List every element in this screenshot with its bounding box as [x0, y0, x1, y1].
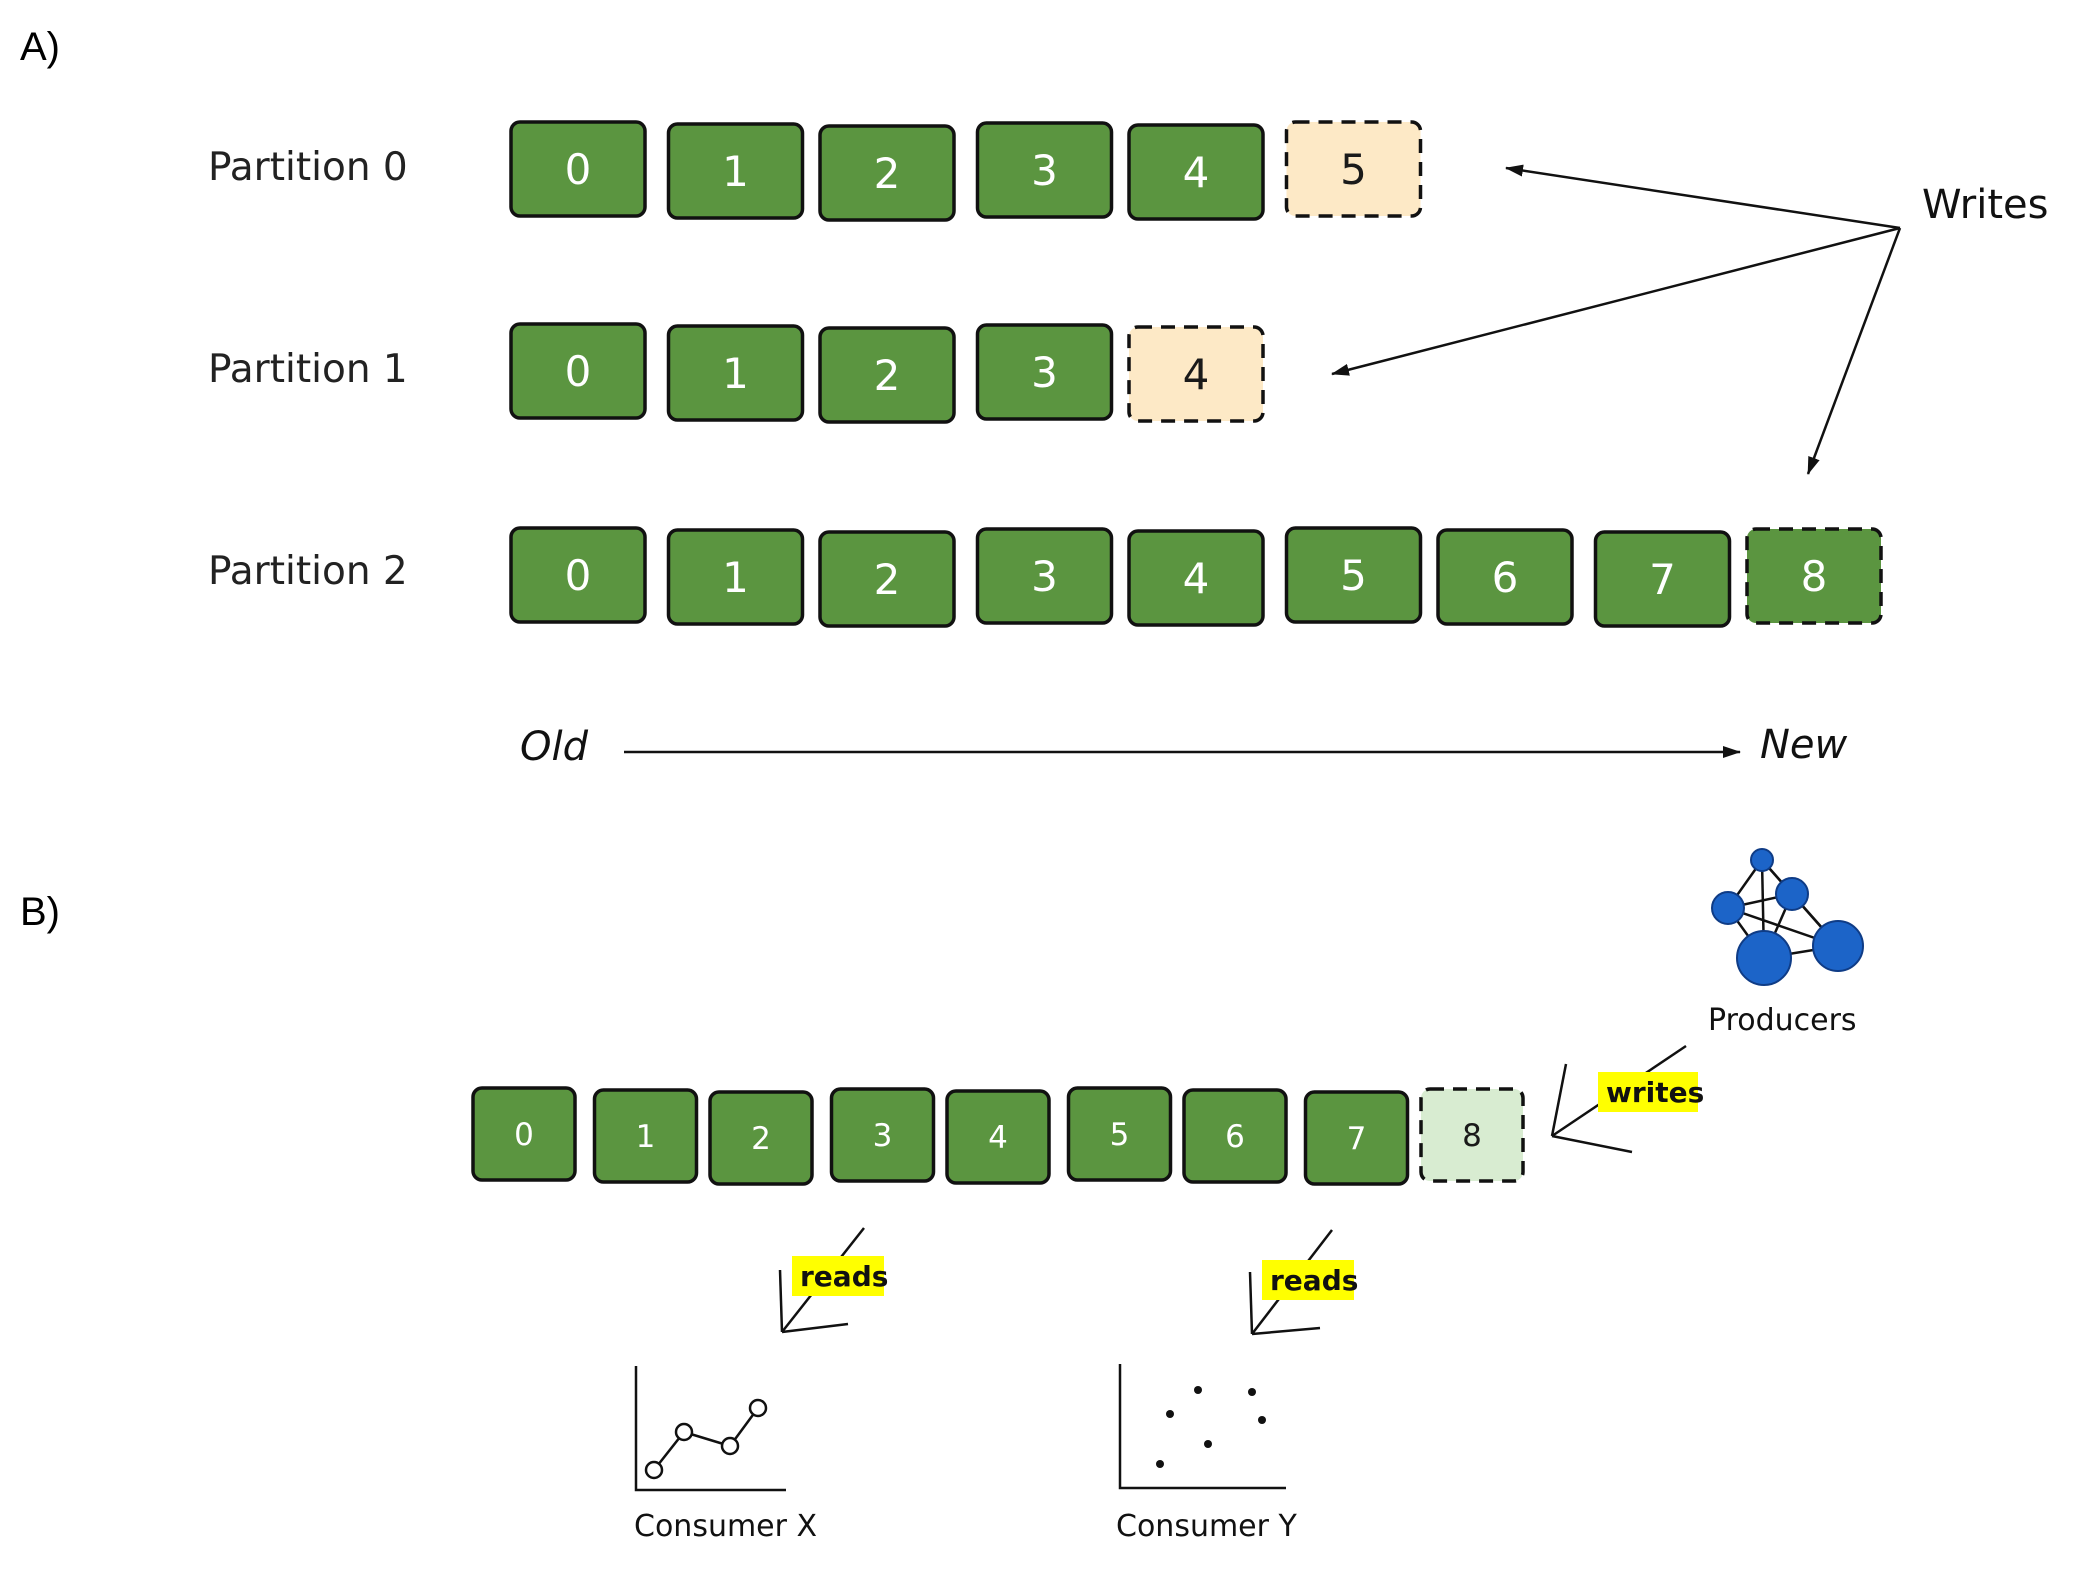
partition-1-offset-1-box: 1 [666, 324, 805, 422]
partition-1-offset-1-number: 1 [722, 349, 749, 398]
partition-0-offset-2-number: 2 [874, 149, 901, 198]
partition-0-offset-4-number: 4 [1183, 148, 1210, 197]
partition-1-offset-4-box: 4 [1127, 325, 1265, 423]
writes-arrow-partition-0 [1505, 164, 1901, 230]
consumer-y-scatter-chart-icon [1118, 1364, 1286, 1490]
producers-label: Producers [1708, 1003, 1857, 1038]
partition-2-offset-7-box: 7 [1593, 530, 1732, 628]
writes-arrows [1331, 164, 1902, 475]
partition-2-offset-1-number: 1 [722, 553, 749, 602]
partition-2-offset-6-number: 6 [1492, 553, 1519, 602]
writes-tag-highlight [1598, 1072, 1698, 1112]
partition-0-offset-5-number: 5 [1340, 145, 1367, 194]
partition-rows: 0 1 2 3 4 5 0 1 2 3 4 0 1 2 3 4 5 6 7 8 [509, 120, 1883, 628]
partition-0-offset-3-number: 3 [1031, 146, 1058, 195]
partition-2-offset-3-number: 3 [1031, 552, 1058, 601]
partition-1-offset-3-box: 3 [975, 323, 1114, 421]
reads-tag-x: reads [800, 1260, 888, 1293]
partition-1-offset-0-box: 0 [509, 322, 647, 420]
log-b-row: 0 1 2 3 4 5 6 7 8 [471, 1086, 1525, 1186]
consumer-x-line-chart-icon [634, 1366, 786, 1492]
log-b-offset-3-number: 3 [873, 1118, 893, 1154]
partition-0-offset-1-number: 1 [722, 147, 749, 196]
log-b-offset-5-box: 5 [1066, 1086, 1173, 1182]
log-b-offset-8-number: 8 [1462, 1118, 1482, 1154]
partition-1-offset-2-box: 2 [818, 326, 956, 424]
partition-2-row: 0 1 2 3 4 5 6 7 8 [509, 526, 1883, 628]
partition-0-offset-1-box: 1 [666, 122, 805, 220]
partition-2-offset-8-number: 8 [1801, 552, 1828, 601]
reads-tag-x-highlight [792, 1256, 884, 1296]
partition-0-offset-3-box: 3 [975, 121, 1114, 219]
partition-1-offset-3-number: 3 [1031, 348, 1058, 397]
log-b-offset-3-box: 3 [829, 1087, 936, 1183]
partition-1-offset-0-number: 0 [565, 347, 592, 396]
partition-2-offset-4-box: 4 [1127, 529, 1265, 627]
consumer-y-label: Consumer Y [1116, 1509, 1298, 1544]
partition-1-offset-4-number: 4 [1183, 350, 1210, 399]
writes-tag: writes [1606, 1076, 1704, 1109]
log-b-offset-8-box: 8 [1419, 1087, 1525, 1183]
log-b-offset-6-number: 6 [1225, 1119, 1245, 1155]
section-a-label: A) [20, 25, 60, 69]
producers-network-icon [1711, 848, 1864, 986]
partition-0-offset-5-box: 5 [1284, 120, 1423, 218]
log-b-offset-0-number: 0 [514, 1117, 534, 1153]
partition-1-row: 0 1 2 3 4 [509, 322, 1265, 424]
partition-2-offset-6-box: 6 [1436, 528, 1574, 626]
log-b-offset-4-box: 4 [945, 1089, 1051, 1185]
partition-2-offset-2-number: 2 [874, 555, 901, 604]
log-b-offset-7-number: 7 [1347, 1121, 1367, 1157]
partition-0-offset-0-box: 0 [509, 120, 647, 218]
partition-0-offset-0-number: 0 [565, 145, 592, 194]
log-b-offset-1-box: 1 [592, 1088, 699, 1184]
partition-2-offset-0-number: 0 [565, 551, 592, 600]
partition-2-offset-0-box: 0 [509, 526, 647, 624]
partition-0-offset-4-box: 4 [1127, 123, 1265, 221]
partition-2-offset-5-box: 5 [1284, 526, 1423, 624]
partition-2-offset-1-box: 1 [666, 528, 805, 626]
partition-2-offset-8-box: 8 [1745, 527, 1883, 625]
log-b-offset-6-box: 6 [1182, 1088, 1288, 1184]
log-b-offset-1-number: 1 [636, 1119, 656, 1155]
partition-2-offset-7-number: 7 [1649, 555, 1676, 604]
partition-1-label: Partition 1 [208, 347, 408, 392]
partition-1-offset-2-number: 2 [874, 351, 901, 400]
log-b-offset-0-box: 0 [471, 1086, 577, 1182]
writes-label: Writes [1922, 182, 2048, 228]
log-b-offset-2-number: 2 [751, 1121, 771, 1157]
log-b-offset-5-number: 5 [1110, 1117, 1130, 1153]
partition-0-offset-2-box: 2 [818, 124, 956, 222]
log-b-offset-7-box: 7 [1303, 1090, 1410, 1186]
partition-2-offset-3-box: 3 [975, 527, 1114, 625]
partition-0-row: 0 1 2 3 4 5 [509, 120, 1423, 222]
writes-arrow-partition-2 [1806, 227, 1902, 475]
reads-tag-y: reads [1270, 1264, 1358, 1297]
partition-2-offset-2-box: 2 [818, 530, 956, 628]
reads-tag-y-highlight [1262, 1260, 1354, 1300]
partition-2-label: Partition 2 [208, 549, 408, 594]
log-b-offset-2-box: 2 [708, 1090, 814, 1186]
partition-2-offset-5-number: 5 [1340, 551, 1367, 600]
log-b-offset-4-number: 4 [988, 1120, 1008, 1156]
section-b-label: B) [20, 890, 60, 934]
consumer-x-label: Consumer X [634, 1509, 817, 1544]
axis-new-label: New [1760, 722, 1848, 768]
partition-2-offset-4-number: 4 [1183, 554, 1210, 603]
writes-arrow-partition-1 [1331, 226, 1901, 376]
partition-0-label: Partition 0 [208, 145, 408, 190]
axis-old-label: Old [520, 724, 589, 770]
